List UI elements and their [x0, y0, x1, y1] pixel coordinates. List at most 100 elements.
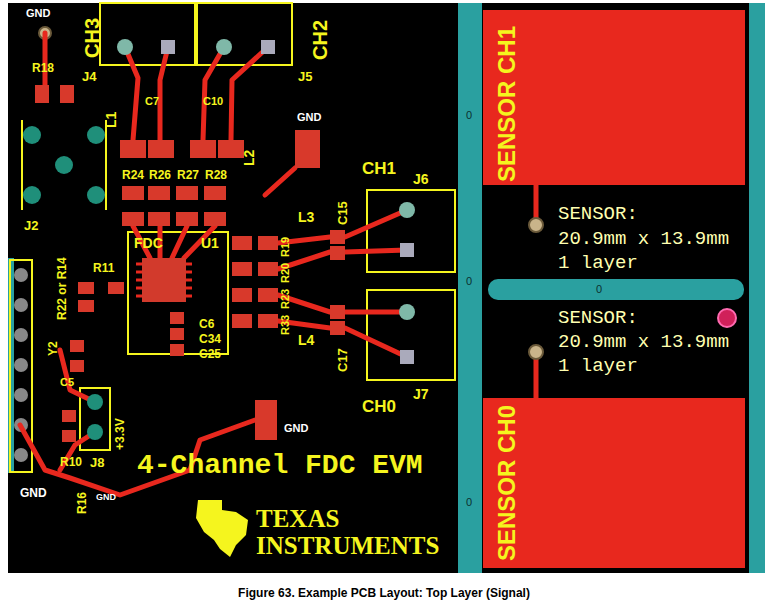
silkscreen-label: J4 [82, 70, 96, 83]
silkscreen-label: TEXAS [256, 506, 339, 531]
smd-pad [295, 130, 320, 168]
smd-pad [120, 140, 146, 158]
fiducial [718, 309, 736, 327]
silkscreen-label: C5 [60, 377, 74, 388]
connector-pad [161, 40, 175, 54]
board [8, 3, 765, 573]
connector-pad [400, 350, 414, 364]
silkscreen-label: R16 [76, 492, 88, 514]
sensor-trace [534, 180, 539, 402]
smd-pad [232, 262, 252, 276]
smd-pad [78, 282, 94, 294]
silkscreen-label: SENSOR: [558, 309, 638, 328]
smd-pad [62, 410, 76, 422]
smd-pad [204, 212, 226, 226]
silkscreen-label: C17 [336, 348, 349, 372]
silkscreen-label: R10 [60, 456, 82, 468]
silkscreen-label: R33 [280, 315, 291, 335]
silkscreen-label: R11 [93, 262, 114, 274]
ic-chip [136, 258, 192, 302]
silkscreen-label: 0 [466, 110, 472, 121]
sensor-pad: SENSOR CH1 [483, 10, 745, 185]
smd-pad [330, 321, 345, 335]
silkscreen-label: R19 [280, 237, 291, 257]
silkscreen-label: 4-Channel FDC EVM [137, 452, 423, 480]
ground-strip [488, 279, 744, 300]
copper-trace [231, 47, 268, 140]
silkscreen-label: J7 [413, 387, 429, 401]
connector-outline [367, 190, 455, 272]
connector-pad [87, 126, 105, 144]
smd-pad [35, 85, 345, 442]
smd-pad [330, 230, 345, 244]
silkscreen-label: J5 [298, 70, 312, 83]
silkscreen-label: L1 [104, 112, 118, 128]
silkscreen-label: U1 [201, 236, 219, 250]
smd-pad [60, 85, 74, 103]
silkscreen-label: 0 [466, 497, 472, 508]
smd-pad [70, 360, 84, 372]
silkscreen-label: 0 [596, 284, 602, 295]
via [529, 345, 543, 359]
smd-pad [258, 236, 278, 250]
silkscreen-label: 1 layer [558, 357, 638, 376]
silkscreen-label: R28 [205, 169, 227, 181]
ic-chip [142, 258, 186, 302]
connector-pad [400, 243, 414, 257]
silkscreen-label: C25 [199, 348, 221, 360]
silkscreen-label: CH2 [310, 20, 330, 60]
smd-pad [232, 314, 252, 328]
connector-outline [367, 290, 455, 380]
connector-pad [87, 186, 105, 204]
smd-pad [122, 186, 144, 200]
copper-trace [60, 350, 95, 402]
smd-pad [148, 186, 170, 200]
smd-pad [204, 186, 226, 200]
silkscreen-label: GND [284, 423, 308, 434]
smd-pad [258, 314, 278, 328]
smd-pad [148, 212, 170, 226]
silkscreen-label: L2 [242, 150, 256, 166]
smd-pad [108, 282, 124, 294]
copper-trace [265, 168, 295, 195]
smd-pad [170, 312, 184, 324]
silkscreen-label: J2 [24, 219, 38, 232]
silkscreen-label: FDC [134, 236, 163, 250]
smd-pad [258, 262, 278, 276]
silkscreen-label: 20.9mm x 13.9mm [558, 333, 729, 352]
copper-trace [125, 47, 138, 140]
silkscreen-label: L4 [298, 333, 314, 347]
silkscreen-label: C7 [145, 96, 159, 107]
smd-pad [232, 288, 252, 302]
connector-pad [261, 40, 275, 54]
ground-strip [458, 3, 482, 573]
smd-pad [330, 246, 345, 260]
connector-pad [87, 424, 103, 440]
smd-pad [255, 400, 277, 440]
smd-pad [170, 328, 184, 340]
silkscreen-label: L3 [298, 210, 314, 224]
smd-pad [176, 186, 198, 200]
ti-logo [196, 500, 248, 557]
silkscreen-label: R22 or R14 [56, 257, 68, 320]
connector-outline [100, 3, 195, 65]
copper-trace [345, 210, 407, 357]
smd-pad [232, 236, 252, 250]
smd-pad [70, 340, 84, 352]
connector-pad [23, 126, 41, 144]
copper-trace [160, 47, 168, 140]
connector-pad [87, 394, 103, 410]
ic-chip [136, 264, 192, 296]
silkscreen-label: Y2 [47, 341, 59, 356]
header-connector [14, 388, 28, 402]
silkscreen-label: J6 [413, 172, 429, 186]
silkscreen-label: CH0 [362, 398, 396, 415]
smd-pad [78, 300, 94, 312]
smd-pad [122, 212, 144, 226]
silkscreen-label: C34 [199, 333, 221, 345]
via [529, 218, 543, 232]
silkscreen-label: SENSOR: [558, 205, 638, 224]
silkscreen-label: R24 [122, 169, 144, 181]
silkscreen-label: GND [297, 112, 321, 123]
